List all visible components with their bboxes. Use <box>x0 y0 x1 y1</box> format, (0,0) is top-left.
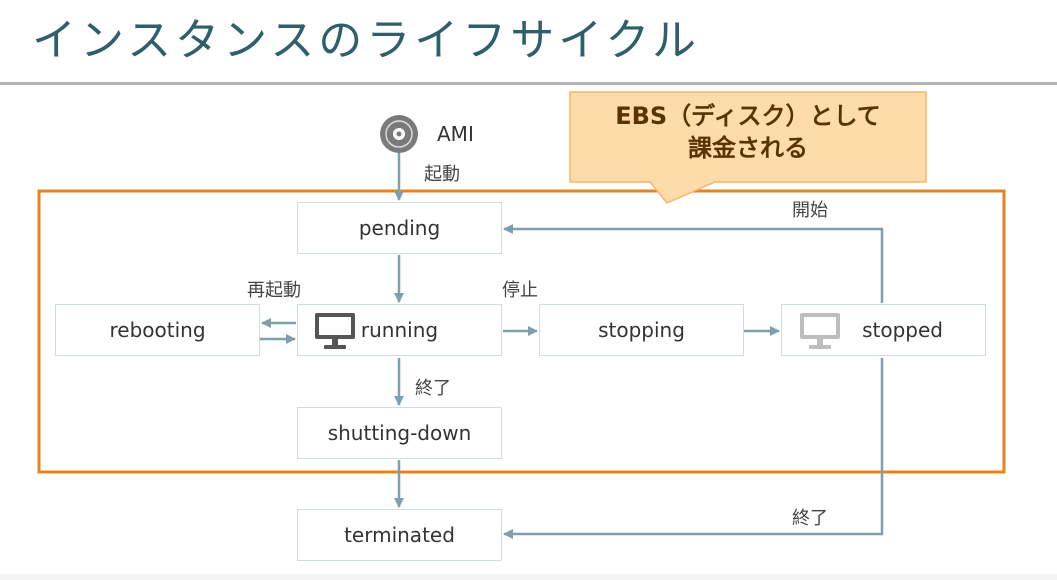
start-label: 開始 <box>792 200 828 221</box>
arrow-start <box>503 224 884 303</box>
ami-label: AMI <box>437 122 474 146</box>
state-stopping-label: stopping <box>598 318 685 342</box>
stop-label: 停止 <box>502 280 538 301</box>
terminate-label: 終了 <box>415 378 451 399</box>
state-terminated-label: terminated <box>344 523 455 547</box>
footer-strip <box>0 574 1057 580</box>
reboot-label: 再起動 <box>247 280 301 301</box>
billing-callout-line1: EBS（ディスク）として <box>615 102 881 130</box>
billing-callout-line2: 課金される <box>688 134 808 162</box>
state-rebooting: rebooting <box>55 304 260 356</box>
terminate-from-stopped-label: 終了 <box>792 508 828 529</box>
state-rebooting-label: rebooting <box>109 318 206 342</box>
state-running-label: running <box>360 318 439 342</box>
billing-frame <box>37 189 1006 474</box>
monitor-icon <box>315 313 355 349</box>
state-shutting-down-label: shutting-down <box>327 421 472 445</box>
state-stopping: stopping <box>539 304 744 356</box>
billing-callout: EBS（ディスク）として 課金される <box>570 92 926 172</box>
launch-label: 起動 <box>424 164 460 185</box>
monitor-icon <box>800 313 840 349</box>
state-pending: pending <box>297 202 502 254</box>
state-stopped-label: stopped <box>862 318 943 342</box>
disc-icon <box>380 115 418 153</box>
state-pending-label: pending <box>358 216 441 240</box>
state-shutting-down: shutting-down <box>297 407 502 459</box>
state-terminated: terminated <box>297 509 502 561</box>
title-divider <box>0 82 1057 85</box>
arrow-terminate-from-stopped <box>503 358 884 539</box>
page-title: インスタンスのライフサイクル <box>32 15 701 66</box>
billing-callout-box <box>569 91 927 204</box>
